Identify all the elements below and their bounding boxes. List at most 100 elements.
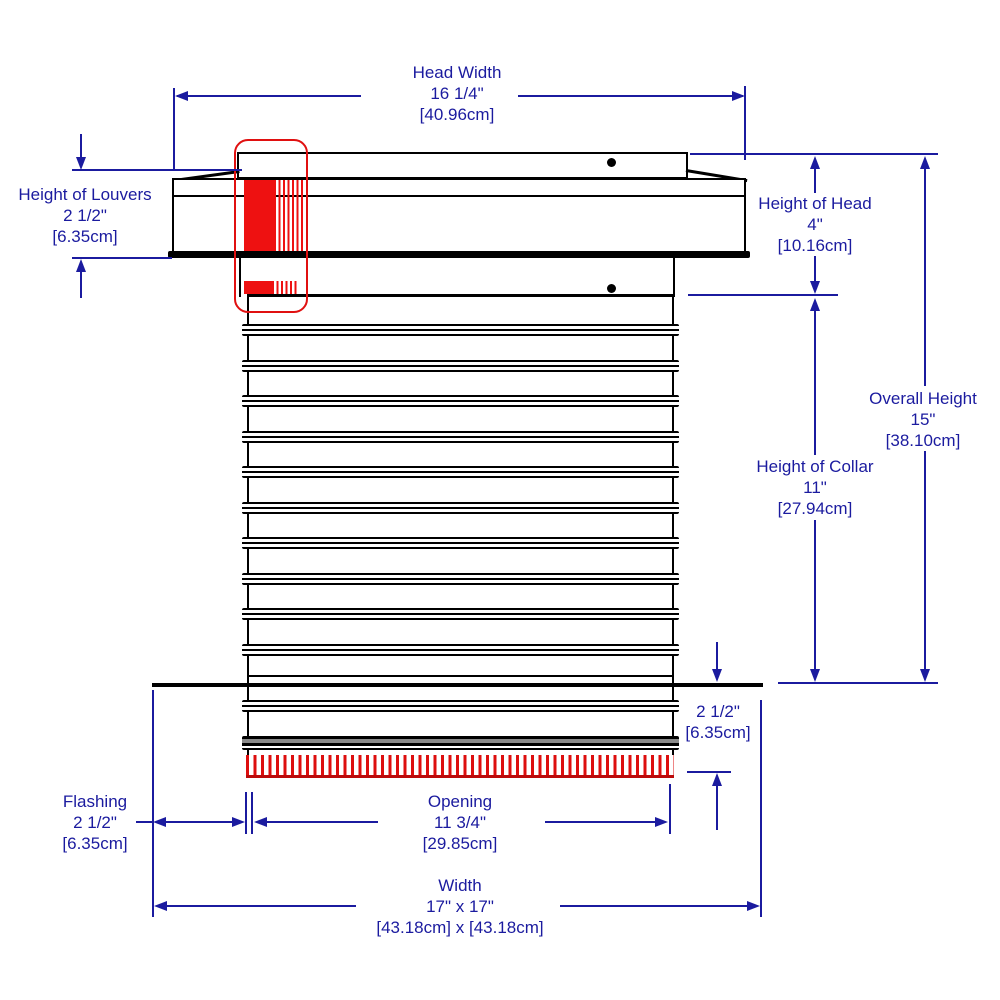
arrow-right-icon [747,901,760,911]
collar-rib [242,608,679,620]
head-height-name: Height of Head [755,193,875,214]
pipe-heavy-band [242,736,679,750]
louver-dim-stem-bottom [80,272,82,298]
width-dim-line [166,905,356,907]
flashing-name: Flashing [59,791,131,812]
arrow-up-icon [920,156,930,169]
opening-inches: 11 3/4" [430,812,490,833]
flashing-clearance-ext [687,771,731,773]
collar-height-inches: 11" [800,477,830,498]
dim-head-width-label: Head Width 16 1/4" [40.96cm] [375,62,539,125]
flashing-clearance-stem-bottom [716,786,718,830]
arrow-down-icon [76,157,86,170]
head-rivet [607,158,616,167]
louver-callout-outline [234,139,308,313]
collar-rib [242,395,679,407]
collar-height-stem-bottom [814,520,816,669]
head-height-ext-top [690,153,938,155]
opening-dim-line [266,821,378,823]
arrow-right-icon [655,817,668,827]
collar-rivet [607,284,616,293]
dim-collar-height-label: Height of Collar 11" [27.94cm] [745,456,885,519]
flashing-lead-line [136,821,154,823]
head-width-inches: 16 1/4" [427,83,487,104]
overall-height-stem-top [924,169,926,386]
arrow-up-icon [810,156,820,169]
neck-bottom-line [247,294,674,297]
overall-height-cm: [38.10cm] [882,430,964,451]
head-width-name: Head Width [409,62,505,83]
arrow-left-icon [175,91,188,101]
width-cm: [43.18cm] x [43.18cm] [373,917,547,938]
flashing-roof-line [152,683,763,687]
overall-height-ext-bottom [778,682,938,684]
flashing-inches: 2 1/2" [70,812,120,833]
head-width-cm: [40.96cm] [416,104,498,125]
opening-ext-left-outer [245,792,247,834]
collar-rib [242,466,679,478]
flashing-cm: [6.35cm] [59,833,131,854]
head-width-dim-line [177,95,361,97]
dim-opening-label: Opening 11 3/4" [29.85cm] [385,791,535,854]
pipe-below-roof [247,687,674,776]
arrow-down-icon [810,281,820,294]
arrow-right-icon [232,817,245,827]
width-name: Width [435,875,485,896]
dim-width-label: Width 17" x 17" [43.18cm] x [43.18cm] [330,875,590,938]
head-width-dim-line [518,95,743,97]
louver-height-cm: [6.35cm] [49,226,121,247]
flashing-clearance-inches: 2 1/2" [693,701,743,722]
louver-ext-top [72,169,242,171]
opening-cm: [29.85cm] [419,833,501,854]
louver-lower-strip-solid [244,281,272,294]
opening-hatch-strip [246,755,674,778]
collar-height-name: Height of Collar [753,456,877,477]
dim-flashing-clearance-label: 2 1/2" [6.35cm] [668,701,768,743]
collar-rib [242,644,679,656]
head-neck [239,258,675,297]
collar-rib [242,573,679,585]
arrow-left-icon [153,817,166,827]
head-height-inches: 4" [804,214,826,235]
head-height-stem-bottom [814,253,816,281]
arrow-left-icon [254,817,267,827]
collar-rib [242,537,679,549]
collar-body [247,296,674,684]
dim-head-height-label: Height of Head 4" [10.16cm] [745,193,885,256]
overall-height-name: Overall Height [866,388,980,409]
width-dim-line [560,905,750,907]
head-band-bottom-edge [168,251,750,258]
louver-highlight-stripes [274,180,303,251]
collar-height-cm: [27.94cm] [774,498,856,519]
head-width-ext-right [744,86,746,160]
width-inches: 17" x 17" [423,896,497,917]
dim-overall-height-label: Overall Height 15" [38.10cm] [853,388,993,451]
flashing-clearance-stem-top [716,642,718,669]
pipe-rib [242,700,679,712]
head-height-stem-top [814,169,816,196]
arrow-left-icon [154,901,167,911]
arrow-down-icon [810,669,820,682]
louver-height-inches: 2 1/2" [60,205,110,226]
overall-height-inches: 15" [907,409,939,430]
arrow-down-icon [712,669,722,682]
dim-flashing-label: Flashing 2 1/2" [6.35cm] [25,791,165,854]
arrow-right-icon [732,91,745,101]
head-height-ext-bottom [688,294,838,296]
flashing-clearance-cm: [6.35cm] [682,722,754,743]
louver-highlight-solid [244,180,274,251]
collar-bottom-line [247,675,674,677]
width-ext-left [152,690,154,917]
arrow-up-icon [712,773,722,786]
collar-rib [242,360,679,372]
louver-height-name: Height of Louvers [15,184,155,205]
head-height-cm: [10.16cm] [774,235,856,256]
louver-ext-bottom [72,257,172,259]
width-ext-right [760,700,762,917]
opening-name: Opening [424,791,496,812]
flashing-dim-line [166,821,234,823]
arrow-up-icon [810,298,820,311]
louver-dim-stem-top [80,134,82,157]
louver-lower-strip-stripes [272,281,298,294]
